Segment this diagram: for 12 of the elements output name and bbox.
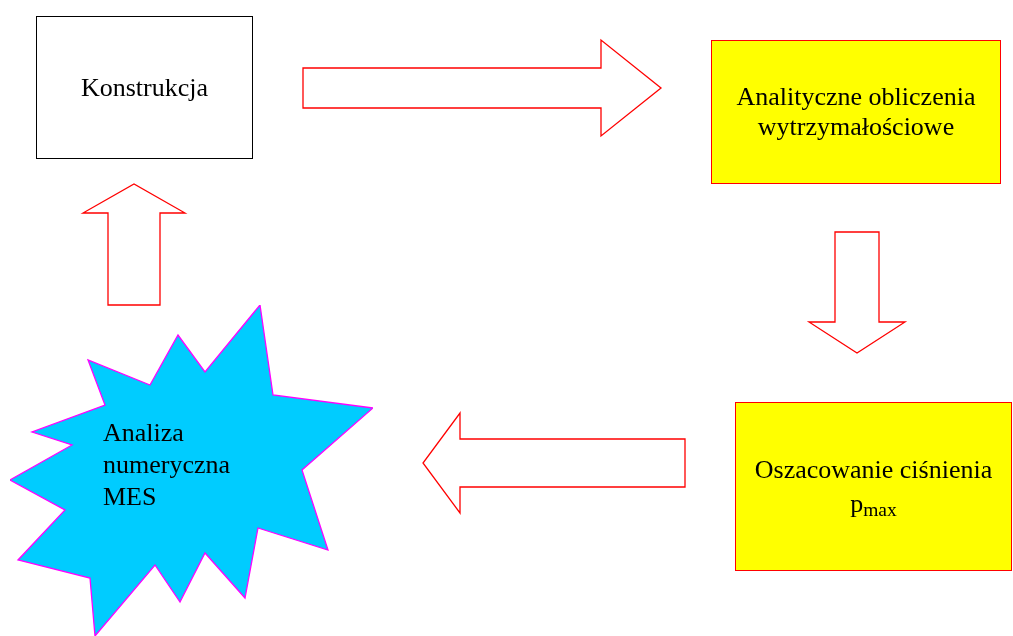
node-text: Analityczne obliczenia wytrzymałościowe (735, 82, 977, 142)
process-box (735, 402, 1012, 571)
node-text: Konstrukcja (80, 72, 209, 103)
block-arrow (80, 183, 188, 306)
process-box (711, 40, 1001, 184)
block-arrow (422, 411, 686, 515)
node-text: p$_{max}$ (850, 488, 897, 519)
process-box (36, 16, 253, 159)
block-arrow (302, 38, 663, 138)
block-arrow (806, 231, 908, 354)
node-text: Oszacowanie ciśnienia (754, 454, 993, 485)
node-text: Analiza numeryczna MES (103, 417, 232, 513)
